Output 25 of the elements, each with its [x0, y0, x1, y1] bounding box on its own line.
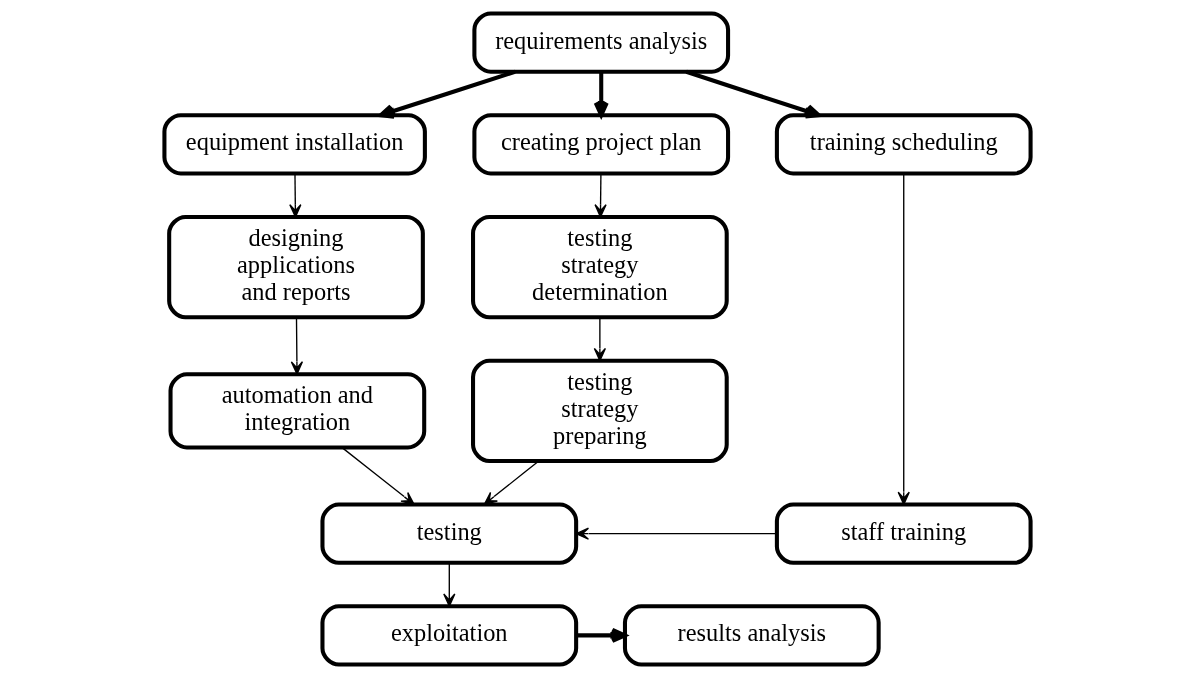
node-box: training scheduling [774, 113, 1033, 176]
node-box: designing applications and reports [166, 214, 425, 320]
node-box: equipment installation [161, 113, 427, 176]
arrow [378, 69, 516, 119]
node-box: testing [319, 502, 578, 565]
arrow [897, 173, 910, 506]
node-box: creating project plan [471, 113, 730, 176]
arrow [575, 527, 777, 540]
arrow [575, 627, 627, 643]
arrow [685, 69, 821, 119]
arrow [290, 316, 303, 375]
arrow [593, 72, 609, 118]
node-box: exploitation [319, 604, 578, 667]
node-box: testing strategy determination [470, 214, 729, 320]
node-box: automation and integration [168, 372, 426, 450]
node-box: testing strategy preparing [470, 358, 729, 464]
arrow [288, 172, 301, 218]
node-box: requirements analysis [471, 11, 730, 74]
arrow [593, 172, 607, 218]
node-box: staff training [774, 502, 1033, 565]
node-box: results analysis [622, 604, 881, 667]
arrow [483, 460, 539, 506]
arrow [593, 316, 606, 362]
arrow [340, 446, 415, 506]
arrow [442, 562, 455, 607]
